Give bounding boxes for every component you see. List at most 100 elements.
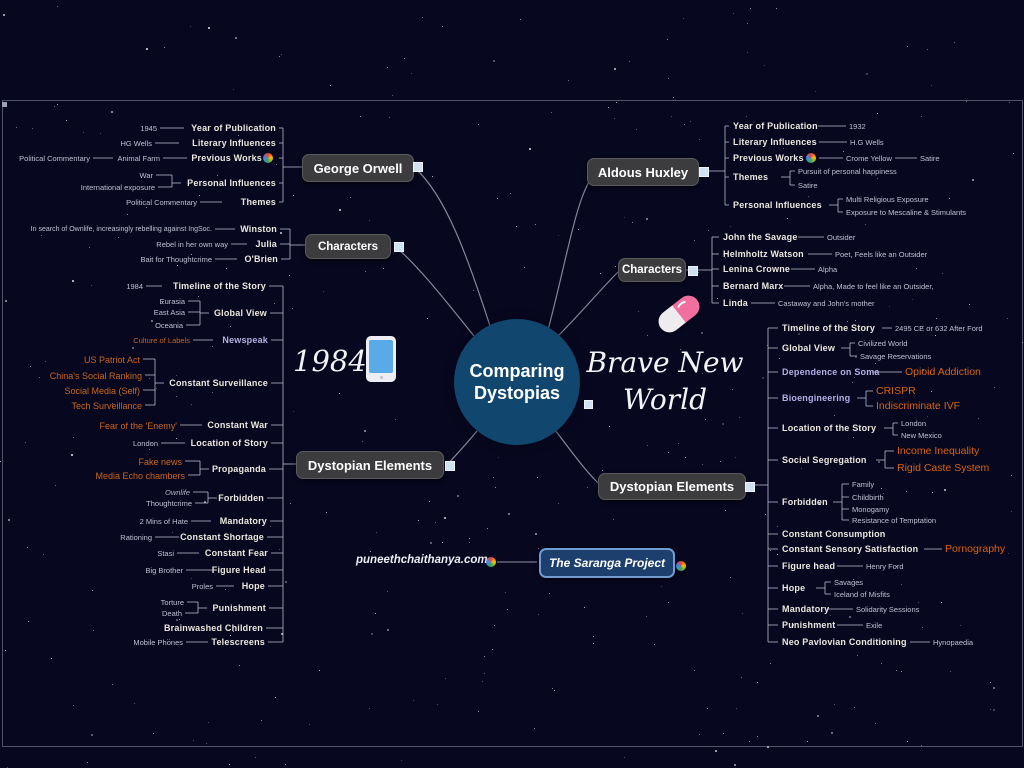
branch-sub-label[interactable]: 1945 bbox=[140, 124, 157, 133]
branch-sub-label[interactable]: Resistance of Temptation bbox=[852, 516, 936, 525]
branch-label[interactable]: Global View bbox=[782, 343, 835, 353]
branch-sub-label[interactable]: Bait for Thoughtcrime bbox=[140, 255, 212, 264]
branch-sub-label[interactable]: Outsider bbox=[827, 233, 855, 242]
branch-label[interactable]: Mandatory bbox=[220, 516, 267, 526]
branch-label[interactable]: Constant Surveillance bbox=[169, 378, 268, 388]
branch-sub-label[interactable]: Death bbox=[162, 609, 182, 618]
branch-sub-label[interactable]: Civilized World bbox=[858, 339, 907, 348]
branch-label[interactable]: Telescreens bbox=[211, 637, 265, 647]
branch-label[interactable]: Location of Story bbox=[191, 438, 268, 448]
topic-node-aldous-huxley[interactable]: Aldous Huxley bbox=[587, 158, 699, 186]
branch-label[interactable]: Previous Works bbox=[191, 153, 262, 163]
branch-sub-label[interactable]: Fake news bbox=[138, 457, 182, 467]
branch-sub-label[interactable]: New Mexico bbox=[901, 431, 942, 440]
branch-sub-label[interactable]: Political Commentary bbox=[126, 198, 197, 207]
branch-label[interactable]: John the Savage bbox=[723, 232, 798, 242]
branch-label[interactable]: Constant Fear bbox=[205, 548, 268, 558]
connector-handle[interactable] bbox=[394, 242, 404, 252]
branch-sub-label[interactable]: Satire bbox=[920, 154, 940, 163]
connector-handle[interactable] bbox=[745, 482, 755, 492]
book-title-brave-new-world[interactable]: Brave New World bbox=[583, 344, 747, 418]
branch-sub-label[interactable]: HG Wells bbox=[120, 139, 152, 148]
branch-label[interactable]: Propaganda bbox=[212, 464, 266, 474]
branch-sub-label[interactable]: Torture bbox=[161, 598, 184, 607]
branch-sub-label[interactable]: US Patriot Act bbox=[84, 355, 140, 365]
branch-label[interactable]: Helmholtz Watson bbox=[723, 249, 804, 259]
branch-sub-label[interactable]: Solidarity Sessions bbox=[856, 605, 919, 614]
branch-sub-label[interactable]: CRISPR bbox=[876, 385, 916, 397]
branch-sub-label[interactable]: 2495 CE or 632 After Ford bbox=[895, 324, 983, 333]
branch-sub-label[interactable]: 1984 bbox=[126, 282, 143, 291]
branch-sub-label[interactable]: Fear of the 'Enemy' bbox=[100, 421, 177, 431]
branch-sub-label[interactable]: Monogamy bbox=[852, 505, 889, 514]
branch-label[interactable]: Bernard Marx bbox=[723, 281, 783, 291]
branch-label[interactable]: Literary Influences bbox=[192, 138, 276, 148]
branch-sub-label[interactable]: Alpha, Made to feel like an Outsider, bbox=[813, 282, 934, 291]
branch-label[interactable]: Year of Publication bbox=[191, 123, 276, 133]
branch-label[interactable]: Constant War bbox=[207, 420, 268, 430]
branch-sub-label[interactable]: Indiscriminate IVF bbox=[876, 400, 960, 412]
branch-label[interactable]: Constant Consumption bbox=[782, 529, 886, 539]
branch-label[interactable]: Bioengineering bbox=[782, 393, 850, 403]
branch-sub-label[interactable]: Culture of Labels bbox=[133, 336, 190, 345]
branch-label[interactable]: Personal Influences bbox=[187, 178, 276, 188]
branch-sub-label[interactable]: Oceania bbox=[155, 321, 183, 330]
branch-sub-label[interactable]: War bbox=[140, 171, 153, 180]
book-title-1984[interactable]: 1984 bbox=[293, 344, 367, 378]
branch-sub-label[interactable]: Opioid Addiction bbox=[905, 366, 981, 378]
branch-label[interactable]: Forbidden bbox=[782, 497, 828, 507]
branch-sub-label[interactable]: East Asia bbox=[154, 308, 185, 317]
branch-sub-label[interactable]: Crome Yellow bbox=[846, 154, 892, 163]
central-topic[interactable]: Comparing Dystopias bbox=[454, 319, 580, 445]
branch-sub-label[interactable]: Rationing bbox=[120, 533, 152, 542]
branch-sub-label[interactable]: 2 Mins of Hate bbox=[140, 517, 188, 526]
branch-label[interactable]: Themes bbox=[241, 197, 276, 207]
branch-label[interactable]: Neo Pavlovian Conditioning bbox=[782, 637, 907, 647]
topic-node-dystopian-elements-bnw[interactable]: Dystopian Elements bbox=[598, 473, 746, 500]
branch-sub-label[interactable]: Media Echo chambers bbox=[95, 471, 185, 481]
branch-sub-label[interactable]: Big Brother bbox=[145, 566, 183, 575]
branch-label[interactable]: Personal Influences bbox=[733, 200, 822, 210]
branch-label[interactable]: Punishment bbox=[212, 603, 266, 613]
branch-sub-label[interactable]: H.G Wells bbox=[850, 138, 884, 147]
branch-sub-label[interactable]: 1932 bbox=[849, 122, 866, 131]
branch-sub-label[interactable]: International exposure bbox=[81, 183, 155, 192]
branch-sub-label[interactable]: Exile bbox=[866, 621, 882, 630]
connector-handle[interactable] bbox=[445, 461, 455, 471]
branch-label[interactable]: Global View bbox=[214, 308, 267, 318]
connector-handle[interactable] bbox=[584, 400, 593, 409]
branch-sub-label[interactable]: Tech Surveillance bbox=[71, 401, 142, 411]
branch-label[interactable]: Dependence on Soma bbox=[782, 367, 880, 377]
branch-sub-label[interactable]: Satire bbox=[798, 181, 818, 190]
branch-sub-label[interactable]: Hynopaedia bbox=[933, 638, 973, 647]
branch-label[interactable]: Hope bbox=[782, 583, 805, 593]
branch-label[interactable]: Location of the Story bbox=[782, 423, 876, 433]
branch-sub-label[interactable]: Iceland of Misfits bbox=[834, 590, 890, 599]
branch-sub-label[interactable]: Castaway and John's mother bbox=[778, 299, 874, 308]
branch-sub-label[interactable]: Animal Farm bbox=[117, 154, 160, 163]
branch-label[interactable]: Figure Head bbox=[212, 565, 266, 575]
branch-label[interactable]: Literary Influences bbox=[733, 137, 817, 147]
topic-node-characters-bnw[interactable]: Characters bbox=[618, 258, 686, 282]
branch-sub-label[interactable]: Multi Religious Exposure bbox=[846, 195, 929, 204]
branch-label[interactable]: Themes bbox=[733, 172, 768, 182]
branch-sub-label[interactable]: Exposure to Mescaline & Stimulants bbox=[846, 208, 966, 217]
branch-sub-label[interactable]: Stasi bbox=[157, 549, 174, 558]
branch-sub-label[interactable]: Rigid Caste System bbox=[897, 462, 989, 474]
branch-label[interactable]: Brainwashed Children bbox=[164, 623, 263, 633]
branch-label[interactable]: Hope bbox=[242, 581, 265, 591]
branch-label[interactable]: Forbidden bbox=[218, 493, 264, 503]
branch-sub-label[interactable]: China's Social Ranking bbox=[50, 371, 142, 381]
branch-sub-label[interactable]: Rebel in her own way bbox=[156, 240, 228, 249]
branch-label[interactable]: Mandatory bbox=[782, 604, 829, 614]
branch-sub-label[interactable]: Ownlife bbox=[165, 488, 190, 497]
branch-label[interactable]: Constant Shortage bbox=[180, 532, 264, 542]
branch-sub-label[interactable]: Pornography bbox=[945, 543, 1005, 555]
branch-label[interactable]: O'Brien bbox=[244, 254, 278, 264]
branch-sub-label[interactable]: Social Media (Self) bbox=[64, 386, 140, 396]
branch-label[interactable]: Punishment bbox=[782, 620, 836, 630]
branch-sub-label[interactable]: London bbox=[133, 439, 158, 448]
connector-handle[interactable] bbox=[413, 162, 423, 172]
topic-node-characters-1984[interactable]: Characters bbox=[305, 234, 391, 259]
branch-sub-label[interactable]: Eurasia bbox=[160, 297, 185, 306]
